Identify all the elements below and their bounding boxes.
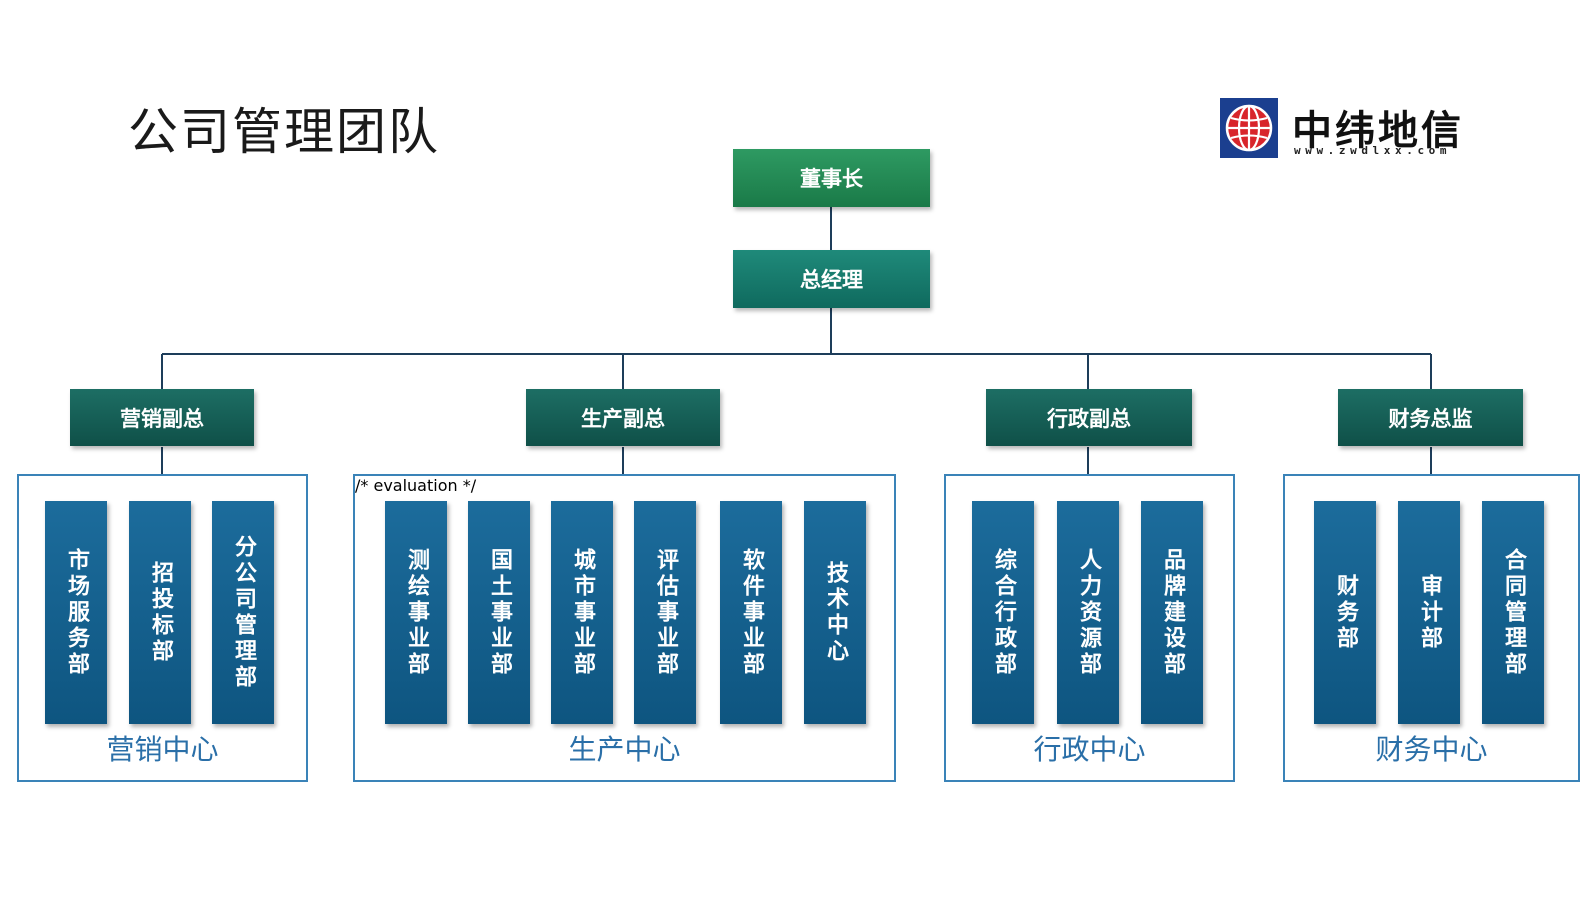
dept-label: 软件事业部 <box>739 547 764 678</box>
production-center-label: 生产中心 <box>568 733 681 766</box>
chairman-box: 董事长 <box>733 149 930 207</box>
dept-label: 市场服务部 <box>64 547 89 678</box>
page-title: 公司管理团队 <box>128 103 440 161</box>
finance-center-label: 财务中心 <box>1375 733 1488 766</box>
dept-bidding: 招投标部 <box>129 501 191 724</box>
dept-evaluation: 评估事业部 <box>634 501 696 724</box>
production-vp-box: 生产副总 <box>526 389 720 446</box>
general-manager-box: 总经理 <box>733 250 930 308</box>
admin-center-label: 行政中心 <box>1033 733 1146 766</box>
logo-url: www.zwdlxx.com <box>1294 144 1452 157</box>
dept-audit: 审计部 <box>1398 501 1460 724</box>
marketing-center-frame: 市场服务部 招投标部 分公司管理部 营销中心 <box>17 474 308 782</box>
dept-label: 合同管理部 <box>1501 547 1526 678</box>
admin-vp-box: 行政副总 <box>986 389 1192 446</box>
dept-market-service: 市场服务部 <box>45 501 107 724</box>
dept-land: 国土事业部 <box>468 501 530 724</box>
dept-label: 评估事业部 <box>653 547 678 678</box>
admin-center-frame: 综合行政部 人力资源部 品牌建设部 行政中心 <box>944 474 1235 782</box>
dept-contract-management: 合同管理部 <box>1482 501 1544 724</box>
dept-label: 综合行政部 <box>991 547 1016 678</box>
dept-label: 城市事业部 <box>570 547 595 678</box>
dept-general-admin: 综合行政部 <box>972 501 1034 724</box>
dept-brand-building: 品牌建设部 <box>1141 501 1203 724</box>
dept-label: 财务部 <box>1333 573 1358 652</box>
dept-urban: 城市事业部 <box>551 501 613 724</box>
finance-center-frame: 财务部 审计部 合同管理部 财务中心 <box>1283 474 1580 782</box>
production-center-frame: 测绘事业部 国土事业部 城市事业部 /* evaluation */ 评估事业部… <box>353 474 896 782</box>
dept-label: 招投标部 <box>148 560 173 665</box>
dept-software: 软件事业部 <box>720 501 782 724</box>
dept-finance: 财务部 <box>1314 501 1376 724</box>
dept-human-resources: 人力资源部 <box>1057 501 1119 724</box>
dept-label: 分公司管理部 <box>231 534 256 691</box>
marketing-center-label: 营销中心 <box>106 733 219 766</box>
dept-tech-center: 技术中心 <box>804 501 866 724</box>
dept-label: 国土事业部 <box>487 547 512 678</box>
dept-label: 审计部 <box>1417 573 1442 652</box>
finance-director-box: 财务总监 <box>1338 389 1523 446</box>
dept-label: 测绘事业部 <box>404 547 429 678</box>
dept-branch-management: 分公司管理部 <box>212 501 274 724</box>
dept-label: 人力资源部 <box>1076 547 1101 678</box>
globe-icon <box>1220 98 1278 158</box>
marketing-vp-box: 营销副总 <box>70 389 254 446</box>
dept-label: 品牌建设部 <box>1160 547 1185 678</box>
logo-name: 中纬地信 <box>1292 108 1464 154</box>
company-logo: 中纬地信 www.zwdlxx.com <box>1220 98 1470 160</box>
dept-surveying: 测绘事业部 <box>385 501 447 724</box>
dept-label: 技术中心 <box>823 560 848 665</box>
